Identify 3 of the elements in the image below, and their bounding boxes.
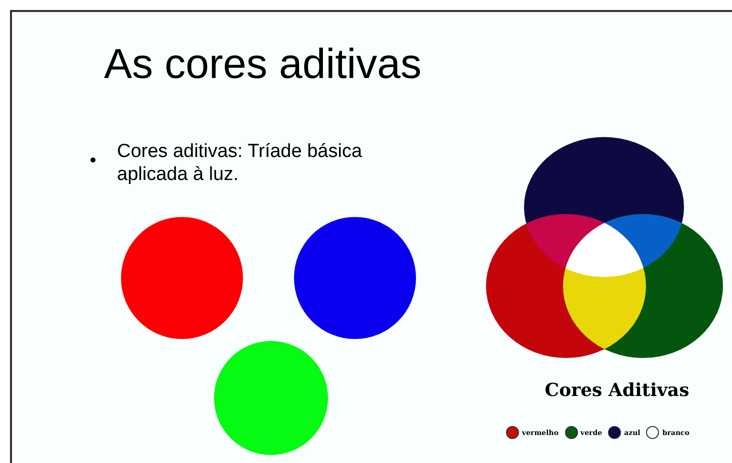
diagram-caption: Cores Aditivas <box>544 380 690 401</box>
slide-title: As cores aditivas <box>104 40 422 88</box>
bullet-text: Cores aditivas: Tríade básica aplicada à luz. <box>117 140 364 186</box>
